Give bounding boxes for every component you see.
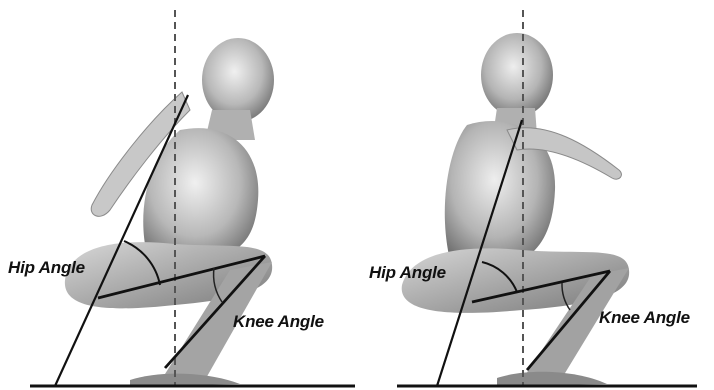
right-figure-silhouette: [402, 33, 629, 386]
right-head: [481, 33, 553, 117]
left-squat-drawing: [0, 0, 357, 390]
left-hip-angle-label: Hip Angle: [8, 259, 85, 276]
left-head: [202, 38, 274, 122]
right-knee-angle-label: Knee Angle: [599, 309, 690, 326]
panel-right-squat: Hip Angle Knee Angle: [357, 0, 714, 390]
right-squat-drawing: [357, 0, 714, 390]
right-foot: [497, 372, 607, 386]
left-figure-silhouette: [65, 38, 274, 386]
left-knee-angle-label: Knee Angle: [233, 313, 324, 330]
panel-left-squat: Hip Angle Knee Angle: [0, 0, 357, 390]
right-hip-angle-label: Hip Angle: [369, 264, 446, 281]
left-foot: [130, 374, 240, 386]
